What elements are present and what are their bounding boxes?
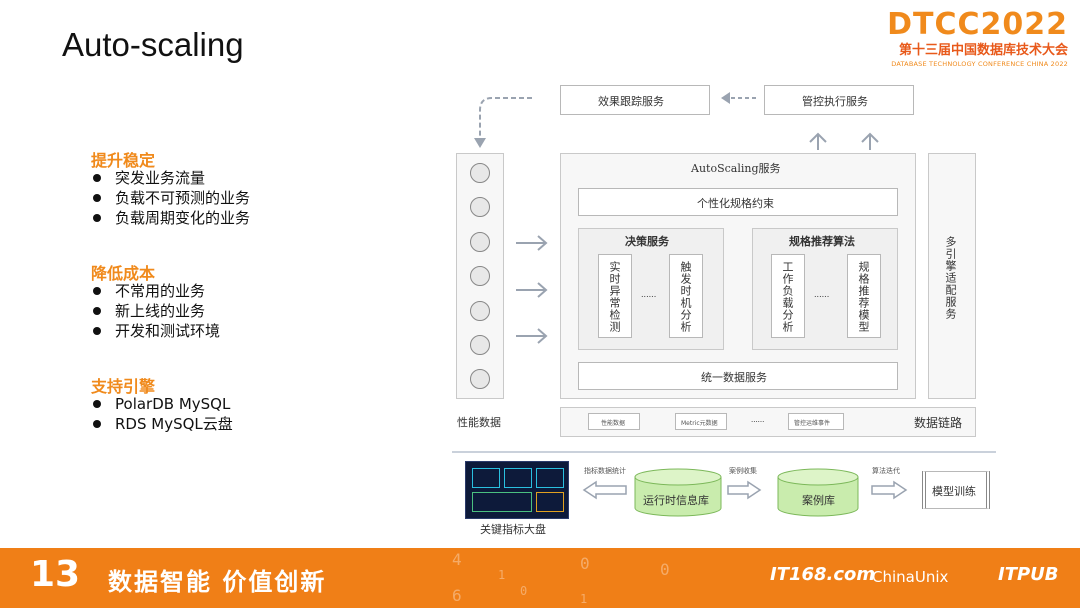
runtime-db-label: 运行时信息库 [643,494,709,507]
footer-deco: 0 [580,554,590,573]
personalized-constraint-box: 个性化规格约束 [578,188,898,216]
realtime-anomaly-box: 实时异常检测 [598,254,632,338]
effect-tracking-box: 效果跟踪服务 [560,85,710,115]
link-box-ops-label: 管控运维事件 [794,420,831,427]
spec-recommend-label: 规格推荐算法 [789,235,855,248]
bullet-list-engines: PolarDB MySQL RDS MySQL云盘 [91,394,233,434]
model-train-box: 模型训练 [922,471,990,509]
perf-node [470,232,490,252]
case-collect-label: 案例收集 [729,467,757,475]
partner-logo-it168: IT168.com [770,564,876,585]
key-dashboard-label: 关键指标大盘 [480,523,546,536]
conference-name-cn: 第十三届中国数据库技术大会 [898,43,1068,58]
perf-node [470,163,490,183]
bullet-item: 开发和测试环境 [91,321,220,341]
model-train-label: 模型训练 [932,485,976,498]
conference-logo: DTCC2022 [887,7,1068,42]
dashboard-thumbnail [465,461,569,519]
partner-logo-chinaunix: ChinaUnix [872,568,949,586]
conference-brand: DTCC2022 第十三届中国数据库技术大会 DATABASE TECHNOLO… [887,8,1068,69]
workload-analysis-box: 工作负载分析 [771,254,805,338]
personalized-constraint-label: 个性化规格约束 [697,197,774,210]
link-box-metric: Metric元数据 [675,413,727,430]
realtime-anomaly-label: 实时异常检测 [608,261,621,333]
link-box-metric-label: Metric元数据 [681,420,718,427]
conference-name-en: DATABASE TECHNOLOGY CONFERENCE CHINA 202… [891,60,1068,68]
effect-tracking-label: 效果跟踪服务 [598,95,664,108]
decision-ellipsis: ...... [641,290,657,299]
link-box-ops: 管控运维事件 [788,413,844,430]
perf-node [470,197,490,217]
decision-service-label: 决策服务 [625,235,669,248]
section-heading-stability: 提升稳定 [91,151,156,170]
up-arrows [809,132,879,150]
spec-model-label: 规格推荐模型 [857,261,870,333]
control-exec-label: 管控执行服务 [802,95,868,108]
perf-node [470,369,490,389]
control-exec-box: 管控执行服务 [764,85,914,115]
runtime-db-cylinder [634,468,722,517]
multi-engine-label: 多引擎适配服务 [944,236,957,320]
section-heading-engines: 支持引擎 [91,377,156,396]
footer-deco: 1 [580,592,588,606]
algo-iter-label: 算法迭代 [872,467,900,475]
workload-analysis-label: 工作负载分析 [781,261,794,333]
case-db-label: 案例库 [802,494,835,507]
metric-stats-label: 指标数据统计 [584,467,626,475]
link-ellipsis: ...... [751,416,765,424]
link-box-perf-label: 性能数据 [601,420,626,427]
bullet-item: RDS MySQL云盘 [91,414,233,434]
autoscaling-service-label: AutoScaling服务 [691,162,781,175]
bullet-item: 新上线的业务 [91,301,220,321]
spec-model-box: 规格推荐模型 [847,254,881,338]
diagram-connectors [452,92,996,500]
footer-edition-number: 13 [30,554,81,595]
section-heading-cost: 降低成本 [91,264,156,283]
trigger-timing-label: 触发时机分析 [679,261,692,333]
bullet-item: 突发业务流量 [91,168,250,188]
spec-ellipsis: ...... [814,290,830,299]
bullet-item: 负载不可预测的业务 [91,188,250,208]
footer-deco: 4 [452,550,462,569]
perf-node [470,335,490,355]
footer-deco: 6 [452,586,462,605]
bullet-item: 负载周期变化的业务 [91,208,250,228]
trigger-timing-box: 触发时机分析 [669,254,703,338]
page-title: Auto-scaling [62,26,244,63]
bullet-item: 不常用的业务 [91,281,220,301]
footer-deco: 0 [520,584,528,598]
bullet-list-cost: 不常用的业务 新上线的业务 开发和测试环境 [91,281,220,341]
bottom-arrows [582,480,908,500]
feedback-arrow-head [474,138,486,148]
footer-deco: 1 [498,568,506,582]
footer-slogan: 数据智能 价值创新 [108,568,327,596]
link-box-perf: 性能数据 [588,413,640,430]
footer-deco: 0 [660,560,670,579]
unified-data-label: 统一数据服务 [701,371,767,384]
exec-to-effect-head [721,92,730,104]
bullet-item: PolarDB MySQL [91,394,233,414]
data-link-label: 数据链路 [914,416,963,430]
unified-data-box: 统一数据服务 [578,362,898,390]
feedback-arrow [479,97,532,140]
multi-engine-box: 多引擎适配服务 [928,153,976,399]
perf-node [470,301,490,321]
case-db-cylinder [777,468,859,517]
footer-bar: 4 0 0 1 6 0 1 13 数据智能 价值创新 IT168.com Chi… [0,548,1080,608]
input-arrows [516,235,548,344]
perf-data-label: 性能数据 [457,416,501,429]
perf-node [470,266,490,286]
partner-logo-itpub: ITPUB [998,564,1059,585]
bullet-list-stability: 突发业务流量 负载不可预测的业务 负载周期变化的业务 [91,168,250,228]
